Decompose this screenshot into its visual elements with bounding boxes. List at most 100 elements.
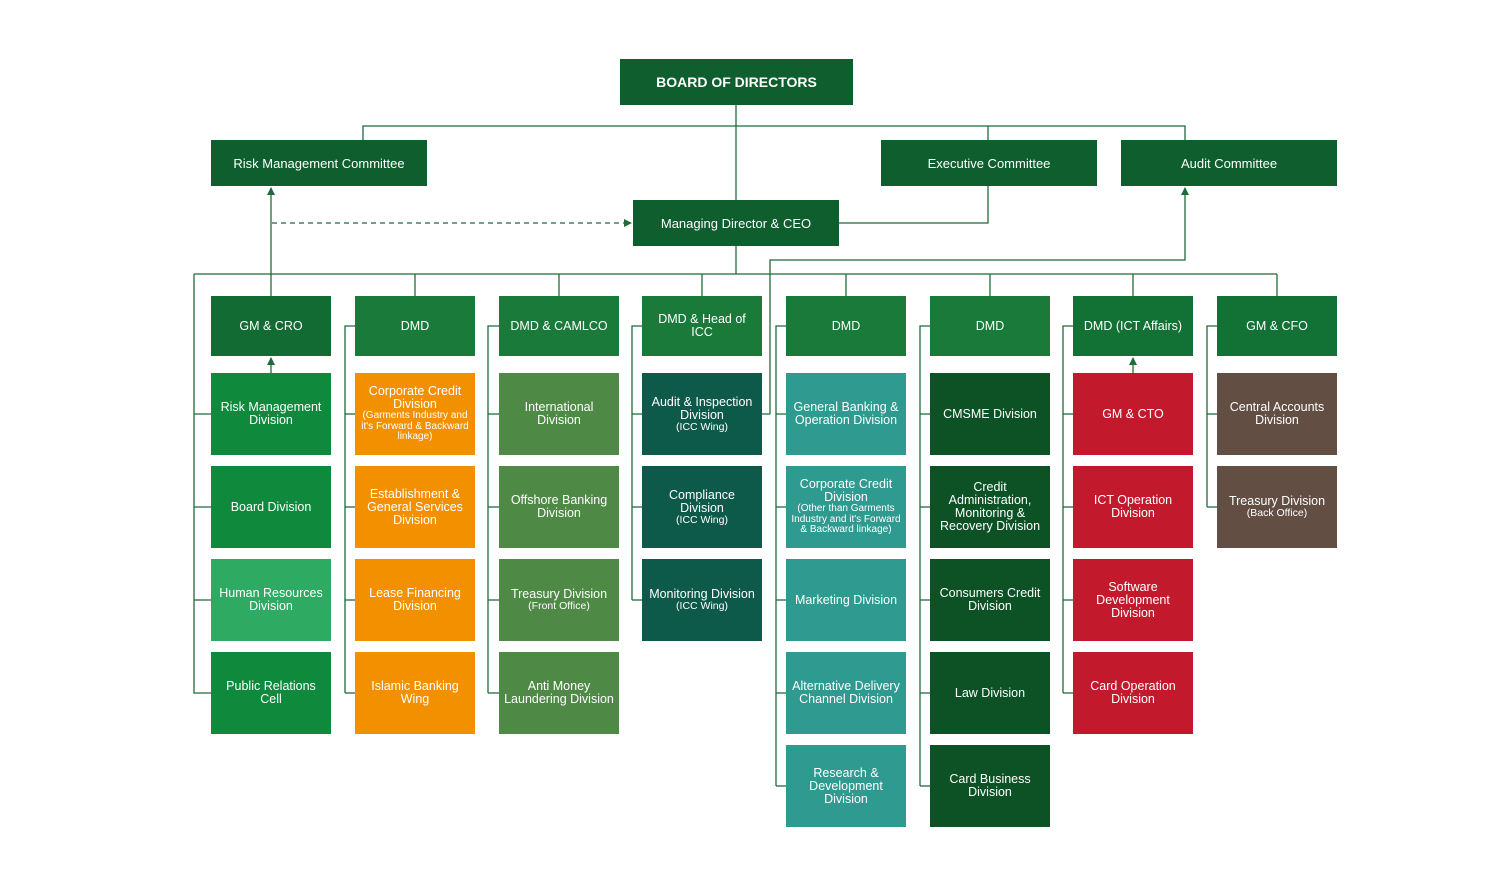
dmd-2-item-3-label: Alternative Delivery Channel Division xyxy=(792,679,900,706)
dmd-1-item-0: Corporate Credit Division(Garments Indus… xyxy=(355,373,475,455)
dmd-1-item-0-label: Corporate Credit Division xyxy=(368,384,462,412)
dmd-camlco-item-0: International Division xyxy=(499,373,619,455)
risk-management-committee-label: Risk Management Committee xyxy=(233,155,405,171)
line-trunk-2 xyxy=(487,325,499,693)
dmd-ict-item-0-label: GM & CTO xyxy=(1102,406,1164,421)
executive-committee-label: Executive Committee xyxy=(927,155,1051,171)
dmd-icc-item-1: Compliance Division(ICC Wing) xyxy=(642,466,762,548)
dmd-ict-item-3-label: Card Operation Division xyxy=(1090,679,1176,706)
dmd-3-item-0-label: CMSME Division xyxy=(943,406,1037,421)
dmd-3-item-4-label: Card Business Division xyxy=(949,772,1031,799)
dmd-camlco-item-3-label: Anti Money Laundering Division xyxy=(504,679,614,706)
dmd-camlco-item-2-sub: (Front Office) xyxy=(528,600,590,612)
dmd-2-item-0-label: General Banking & Operation Division xyxy=(793,400,899,427)
dmd-icc-item-1-label: Compliance Division xyxy=(668,487,735,515)
dmd-2-item-0: General Banking & Operation Division xyxy=(786,373,906,455)
gm-cfo-item-1-label: Treasury Division xyxy=(1228,494,1326,508)
dmd-1-item-2: Lease Financing Division xyxy=(355,559,475,641)
dmd-icc-item-0-label: Audit & Inspection Division xyxy=(651,394,753,422)
dmd-1-item-3: Islamic Banking Wing xyxy=(355,652,475,734)
line-trunk-5 xyxy=(919,325,930,786)
dmd-ict-item-0: GM & CTO xyxy=(1073,373,1193,455)
dmd-1-head: DMD xyxy=(355,296,475,356)
board-of-directors-box: BOARD OF DIRECTORS xyxy=(620,59,853,105)
dmd-2-item-2: Marketing Division xyxy=(786,559,906,641)
dmd-1-head-label: DMD xyxy=(400,318,430,333)
gm-cro-item-2: Human Resources Division xyxy=(211,559,331,641)
md-ceo-box: Managing Director & CEO xyxy=(633,200,839,246)
dmd-icc-item-2: Monitoring Division(ICC Wing) xyxy=(642,559,762,641)
dmd-ict-item-1-label: ICT Operation Division xyxy=(1093,493,1173,520)
dmd-3-item-1-label: Credit Administration, Monitoring & Reco… xyxy=(939,480,1041,533)
line-col1-trunk xyxy=(193,274,211,694)
dmd-2-item-3: Alternative Delivery Channel Division xyxy=(786,652,906,734)
dmd-icc-head-label: DMD & Head of ICC xyxy=(658,312,746,339)
dmd-camlco-item-1-label: Offshore Banking Division xyxy=(510,493,608,520)
gm-cfo-item-0: Central Accounts Division xyxy=(1217,373,1337,455)
dmd-1-item-1: Establishment & General Services Divisio… xyxy=(355,466,475,548)
md-ceo-label: Managing Director & CEO xyxy=(660,215,812,231)
dmd-2-item-4: Research & Development Division xyxy=(786,745,906,827)
dmd-icc-item-0-sub: (ICC Wing) xyxy=(676,420,728,433)
dmd-1-item-2-label: Lease Financing Division xyxy=(369,586,461,613)
board-of-directors-label: BOARD OF DIRECTORS xyxy=(656,73,817,90)
line-committee-bar xyxy=(362,125,1186,140)
executive-committee-box: Executive Committee xyxy=(881,140,1097,186)
audit-committee-box: Audit Committee xyxy=(1121,140,1337,186)
dmd-3-item-0: CMSME Division xyxy=(930,373,1050,455)
gm-cfo-item-1: Treasury Division(Back Office) xyxy=(1217,466,1337,548)
line-trunk-1 xyxy=(344,325,355,693)
line-trunk-4 xyxy=(775,325,786,786)
line-trunk-6 xyxy=(1062,325,1073,693)
gm-cfo-item-0-label: Central Accounts Division xyxy=(1229,400,1325,427)
gm-cro-item-1: Board Division xyxy=(211,466,331,548)
gm-cro-item-0-label: Risk Management Division xyxy=(220,400,322,427)
dmd-ict-item-1: ICT Operation Division xyxy=(1073,466,1193,548)
dmd-2-head: DMD xyxy=(786,296,906,356)
gm-cro-item-3-label: Public Relations Cell xyxy=(226,679,316,706)
dmd-icc-item-0: Audit & Inspection Division(ICC Wing) xyxy=(642,373,762,455)
dmd-icc-item-1-sub: (ICC Wing) xyxy=(676,513,728,526)
gm-cro-item-0: Risk Management Division xyxy=(211,373,331,455)
dmd-ict-item-2: Software Development Division xyxy=(1073,559,1193,641)
dmd-1-item-0-sub: (Garments Industry and it's Forward & Ba… xyxy=(361,410,469,443)
dmd-icc-item-2-label: Monitoring Division xyxy=(649,587,755,601)
dmd-camlco-item-3: Anti Money Laundering Division xyxy=(499,652,619,734)
dmd-camlco-item-2-label: Treasury Division xyxy=(510,587,608,601)
dmd-3-item-1: Credit Administration, Monitoring & Reco… xyxy=(930,466,1050,548)
dmd-2-item-1-label: Corporate Credit Division xyxy=(799,477,893,505)
dmd-2-item-1-sub: (Other than Garments Industry and it's F… xyxy=(791,503,901,536)
dmd-icc-head: DMD & Head of ICC xyxy=(642,296,762,356)
dmd-3-head: DMD xyxy=(930,296,1050,356)
gm-cro-item-3: Public Relations Cell xyxy=(211,652,331,734)
gm-cro-item-1-label: Board Division xyxy=(230,499,312,514)
line-trunk-3 xyxy=(631,325,642,600)
gm-cfo-head: GM & CFO xyxy=(1217,296,1337,356)
dmd-2-head-label: DMD xyxy=(831,318,861,333)
dmd-2-item-4-label: Research & Development Division xyxy=(809,765,883,806)
dmd-1-item-1-label: Establishment & General Services Divisio… xyxy=(367,486,463,527)
dmd-ict-item-2-label: Software Development Division xyxy=(1096,579,1170,620)
dmd-camlco-item-1: Offshore Banking Division xyxy=(499,466,619,548)
line-trunk-7 xyxy=(1206,325,1217,507)
dmd-3-item-2: Consumers Credit Division xyxy=(930,559,1050,641)
dmd-icc-item-2-sub: (ICC Wing) xyxy=(676,600,728,612)
dmd-camlco-item-0-label: International Division xyxy=(524,400,594,427)
risk-management-committee-box: Risk Management Committee xyxy=(211,140,427,186)
dmd-2-item-2-label: Marketing Division xyxy=(794,592,898,607)
line-icc-to-audit xyxy=(769,187,1189,414)
gm-cfo-item-1-sub: (Back Office) xyxy=(1246,507,1308,519)
dmd-camlco-item-2: Treasury Division(Front Office) xyxy=(499,559,619,641)
dmd-3-head-label: DMD xyxy=(975,318,1005,333)
dmd-ict-head: DMD (ICT Affairs) xyxy=(1073,296,1193,356)
dmd-3-item-2-label: Consumers Credit Division xyxy=(939,586,1041,613)
dmd-3-item-3: Law Division xyxy=(930,652,1050,734)
dmd-2-item-1: Corporate Credit Division(Other than Gar… xyxy=(786,466,906,548)
dmd-ict-head-label: DMD (ICT Affairs) xyxy=(1083,318,1183,333)
dmd-1-item-3-label: Islamic Banking Wing xyxy=(371,679,459,706)
dmd-camlco-head-label: DMD & CAMLCO xyxy=(510,318,608,333)
dmd-camlco-head: DMD & CAMLCO xyxy=(499,296,619,356)
line-exec-to-ceo xyxy=(839,186,989,224)
audit-committee-label: Audit Committee xyxy=(1180,155,1278,171)
